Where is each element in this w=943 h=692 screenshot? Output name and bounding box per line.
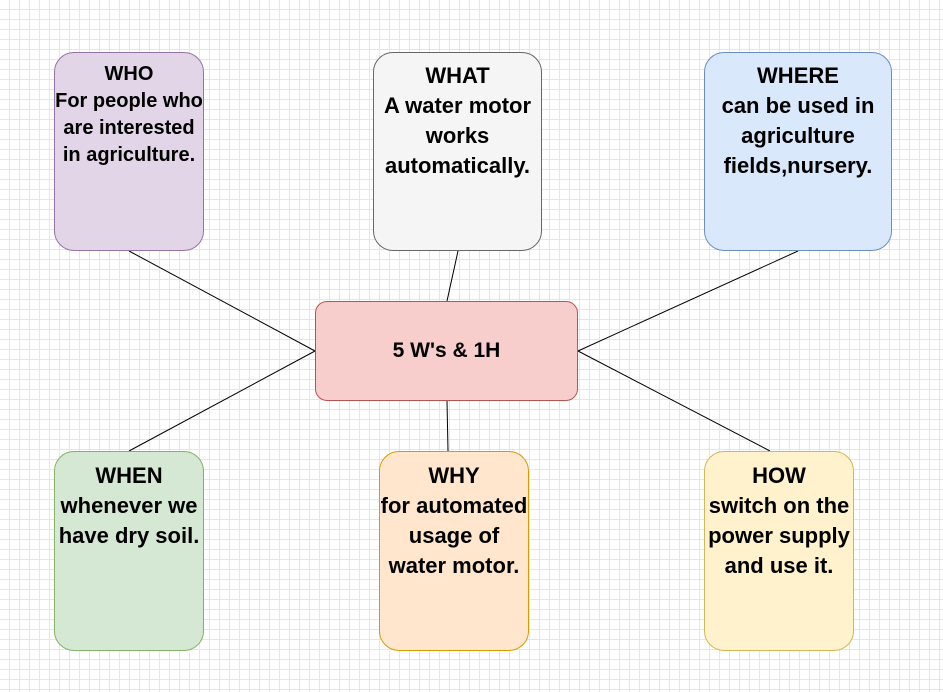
where-text: can be used in agriculture fields,nurser… — [721, 93, 875, 178]
what-node[interactable]: WHAT A water motor works automatically. — [373, 52, 542, 251]
why-title: WHY — [428, 463, 480, 488]
connector-when — [128, 350, 316, 452]
when-node[interactable]: WHEN whenever we have dry soil. — [54, 451, 204, 651]
connector-where — [577, 250, 799, 352]
what-title: WHAT — [425, 63, 490, 88]
when-title: WHEN — [95, 463, 163, 488]
who-node[interactable]: WHO For people who are interested in agr… — [54, 52, 204, 251]
what-text: A water motor works automatically. — [383, 93, 532, 178]
how-text: switch on the power supply and use it. — [708, 493, 850, 578]
why-node[interactable]: WHY for automated usage of water motor. — [379, 451, 529, 651]
connector-what — [446, 250, 459, 302]
how-node[interactable]: HOW switch on the power supply and use i… — [704, 451, 854, 651]
connector-who — [128, 250, 316, 352]
how-title: HOW — [752, 463, 806, 488]
center-label: 5 W's & 1H — [392, 339, 501, 362]
connector-how — [577, 350, 771, 452]
why-text: for automated usage of water motor. — [380, 493, 528, 578]
who-text: For people who are interested in agricul… — [55, 90, 203, 166]
connector-why — [446, 400, 449, 452]
where-title: WHERE — [757, 63, 839, 88]
when-text: whenever we have dry soil. — [58, 493, 200, 548]
where-node[interactable]: WHERE can be used in agriculture fields,… — [704, 52, 892, 251]
center-node[interactable]: 5 W's & 1H — [315, 301, 578, 401]
who-title: WHO — [104, 63, 154, 85]
